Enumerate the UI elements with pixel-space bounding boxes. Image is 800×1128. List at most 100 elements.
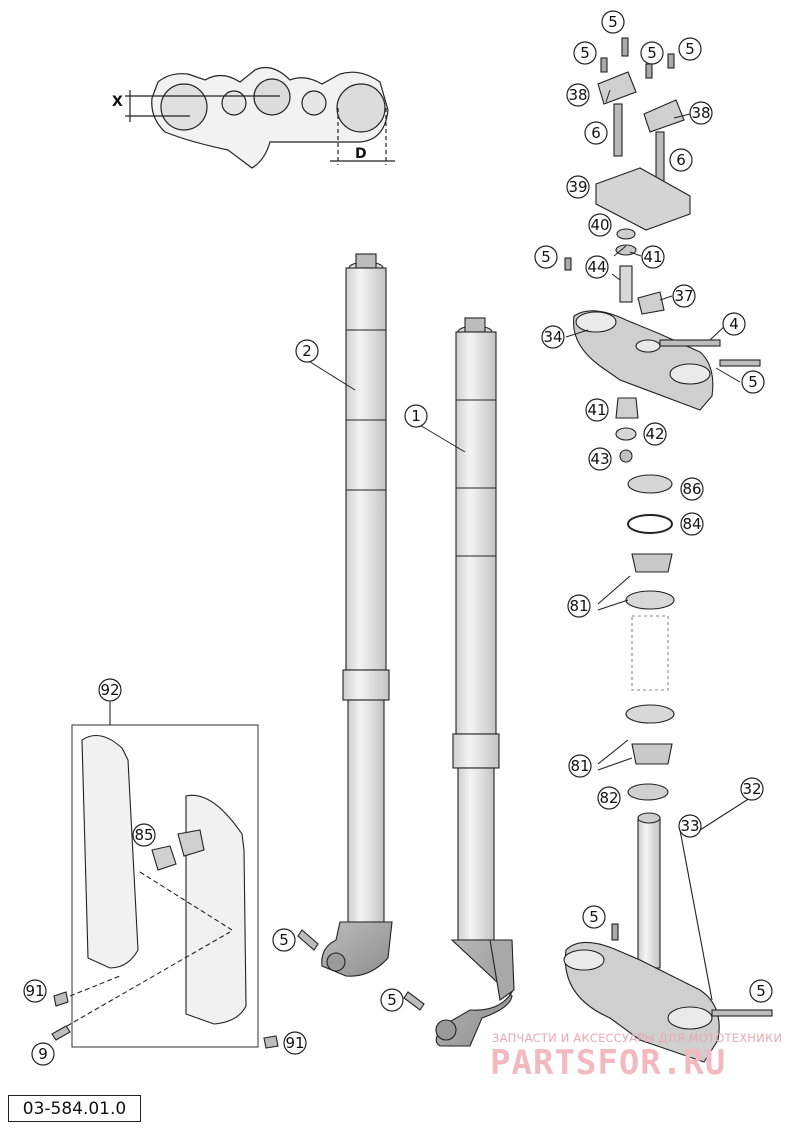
callout-number: 5 bbox=[748, 373, 758, 391]
callout-circle bbox=[272, 928, 296, 952]
callout-32: 32 bbox=[740, 777, 764, 801]
callout-4: 4 bbox=[722, 312, 746, 336]
callout-number: 4 bbox=[729, 315, 739, 333]
triple-clamp-dimension-sketch bbox=[125, 67, 395, 169]
callout-number: 5 bbox=[756, 982, 766, 1000]
callout-39: 39 bbox=[566, 175, 590, 199]
frame-head bbox=[631, 615, 669, 691]
callout-number: 6 bbox=[591, 124, 601, 142]
callout-circle bbox=[672, 284, 696, 308]
callout-number: 5 bbox=[589, 908, 599, 926]
bolt-91-left bbox=[53, 991, 69, 1007]
handlebar-clamp-assembly bbox=[564, 37, 761, 463]
callout-number: 84 bbox=[682, 515, 701, 533]
callout-number: 43 bbox=[590, 450, 609, 468]
callout-number: 32 bbox=[742, 780, 761, 798]
race-81-lower bbox=[625, 704, 675, 724]
nut-41-lower bbox=[615, 397, 639, 419]
callout-circle bbox=[641, 245, 665, 269]
callout-circle bbox=[132, 823, 156, 847]
steering-stem-33 bbox=[637, 817, 661, 969]
callout-2: 2 bbox=[295, 339, 319, 363]
callout-number: 9 bbox=[38, 1045, 48, 1063]
dimension-x-label: X bbox=[112, 94, 123, 110]
callout-number: 5 bbox=[279, 931, 289, 949]
callout-number: 38 bbox=[691, 104, 710, 122]
dimension-d-label: D bbox=[355, 146, 367, 162]
callout-86: 86 bbox=[680, 477, 704, 501]
callout-6a: 6 bbox=[584, 121, 608, 145]
bolt-91-right bbox=[263, 1035, 279, 1049]
callout-circle bbox=[582, 905, 606, 929]
callout-number: 5 bbox=[608, 13, 618, 31]
ring-84 bbox=[627, 514, 673, 534]
callout-circle bbox=[689, 101, 713, 125]
callout-number: 40 bbox=[590, 216, 609, 234]
leader-lines bbox=[306, 89, 741, 453]
cap-37 bbox=[637, 291, 665, 315]
upper-triple-clamp-34 bbox=[572, 310, 714, 411]
callout-number: 5 bbox=[647, 44, 657, 62]
callout-number: 85 bbox=[134, 826, 153, 844]
seal-82 bbox=[627, 783, 669, 801]
callout-number: 2 bbox=[302, 342, 312, 360]
callout-circle bbox=[541, 325, 565, 349]
callout-number: 34 bbox=[543, 328, 562, 346]
callout-circle bbox=[585, 398, 609, 422]
bearing-81-lower bbox=[631, 743, 673, 765]
callout-84: 84 bbox=[680, 512, 704, 536]
callout-circle bbox=[680, 477, 704, 501]
callout-42: 42 bbox=[643, 422, 667, 446]
callout-number: 5 bbox=[685, 40, 695, 58]
steering-bearings bbox=[597, 474, 675, 801]
callout-91b: 91 bbox=[283, 1031, 307, 1055]
callout-1: 1 bbox=[404, 404, 428, 428]
callout-38a: 38 bbox=[566, 83, 590, 107]
callout-circle bbox=[380, 988, 404, 1012]
callout-91a: 91 bbox=[23, 979, 47, 1003]
callout-circle bbox=[640, 41, 664, 65]
callout-37: 37 bbox=[672, 284, 696, 308]
callout-5j: 5 bbox=[380, 988, 404, 1012]
callout-circle bbox=[573, 41, 597, 65]
callout-38b: 38 bbox=[689, 101, 713, 125]
bearing-81-upper bbox=[631, 553, 673, 573]
callout-5e: 5 bbox=[534, 245, 558, 269]
loose-bolts bbox=[51, 929, 425, 1049]
callout-5b: 5 bbox=[573, 41, 597, 65]
callout-circle bbox=[404, 404, 428, 428]
callout-circle bbox=[741, 370, 765, 394]
fork-bore-right bbox=[336, 83, 386, 133]
callout-number: 92 bbox=[100, 681, 119, 699]
callout-43: 43 bbox=[588, 447, 612, 471]
fork-protector-set-92 bbox=[59, 702, 259, 1048]
callout-81a: 81 bbox=[567, 594, 591, 618]
callout-number: 91 bbox=[25, 982, 44, 1000]
callout-92: 92 bbox=[98, 678, 122, 702]
bolt-6-left bbox=[613, 103, 623, 157]
callout-number: 42 bbox=[645, 425, 664, 443]
callout-number: 37 bbox=[674, 287, 693, 305]
fork-guard-left bbox=[81, 734, 139, 969]
small-bore-2 bbox=[301, 90, 327, 116]
small-bore-1 bbox=[221, 90, 247, 116]
callout-circle bbox=[566, 175, 590, 199]
callout-85: 85 bbox=[132, 823, 156, 847]
callout-5f: 5 bbox=[741, 370, 765, 394]
callout-34: 34 bbox=[541, 325, 565, 349]
callout-41a: 41 bbox=[641, 245, 665, 269]
callout-number: 81 bbox=[570, 757, 589, 775]
clamp-38-right bbox=[643, 99, 685, 133]
stem-bore bbox=[253, 78, 291, 116]
bolt-5-fork2 bbox=[297, 929, 319, 951]
callout-circle bbox=[643, 422, 667, 446]
callout-circle bbox=[534, 245, 558, 269]
callout-number: 38 bbox=[568, 86, 587, 104]
callout-number: 5 bbox=[541, 248, 551, 266]
callout-circle bbox=[567, 594, 591, 618]
callout-82: 82 bbox=[597, 786, 621, 810]
callout-circle bbox=[568, 754, 592, 778]
pin-44 bbox=[619, 265, 633, 303]
